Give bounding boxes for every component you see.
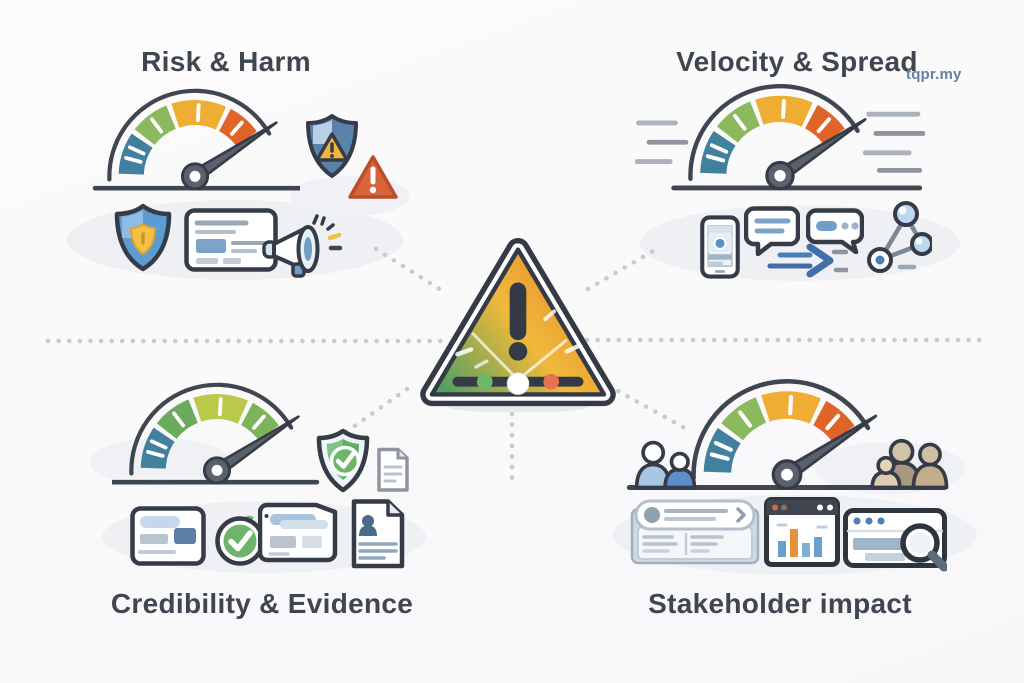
quadrant-title-risk-harm: Risk & Harm <box>141 46 311 77</box>
source-card-icon <box>258 502 338 563</box>
shield-alert-icon <box>306 114 358 178</box>
exclamation-dot <box>508 342 528 361</box>
search-result-panel-icon <box>630 499 760 565</box>
evidence-card-icon <box>130 506 206 566</box>
bar-2 <box>790 529 798 557</box>
chevron-right-icon <box>736 507 746 523</box>
profile-document-icon <box>351 499 405 569</box>
speed-gauge-icon <box>635 83 925 191</box>
chat-bubble-dots-icon <box>806 208 864 254</box>
network-graph-icon <box>867 201 932 273</box>
risk-gauge-icon <box>92 88 300 191</box>
status-dot-red <box>543 373 560 390</box>
document-icon <box>377 447 409 492</box>
people-group-tan <box>870 438 949 490</box>
bar-3 <box>802 543 810 557</box>
chat-bubble-icon <box>744 206 800 256</box>
magnifier-icon <box>900 523 947 572</box>
credibility-gauge-icon <box>112 382 320 485</box>
report-card-icon <box>184 208 278 272</box>
shield-check-icon <box>316 428 370 493</box>
impact-gauge-icon <box>626 379 949 491</box>
watermark-text: tqpr.my <box>906 66 962 83</box>
bar-4 <box>814 537 822 557</box>
check-circle-icon <box>215 515 265 566</box>
bar-1 <box>778 541 786 557</box>
shield-icon <box>114 203 172 272</box>
people-group-blue <box>634 440 697 490</box>
status-dot-green <box>476 373 493 390</box>
warning-triangle-gauge-icon <box>420 237 616 412</box>
fast-forward-arrow-icon <box>767 243 848 278</box>
chart-window-icon <box>764 497 840 567</box>
status-dot-white <box>506 372 530 395</box>
search-window-icon <box>843 508 947 572</box>
quadrant-title-velocity-spread: Velocity & Spread <box>676 46 918 77</box>
megaphone-icon <box>262 214 342 278</box>
smartphone-icon <box>700 215 740 279</box>
quadrant-title-credibility-evidence: Credibility & Evidence <box>110 588 414 619</box>
alert-triangle-icon <box>348 155 398 199</box>
quadrant-title-stakeholder-impact: Stakeholder impact <box>648 588 912 619</box>
